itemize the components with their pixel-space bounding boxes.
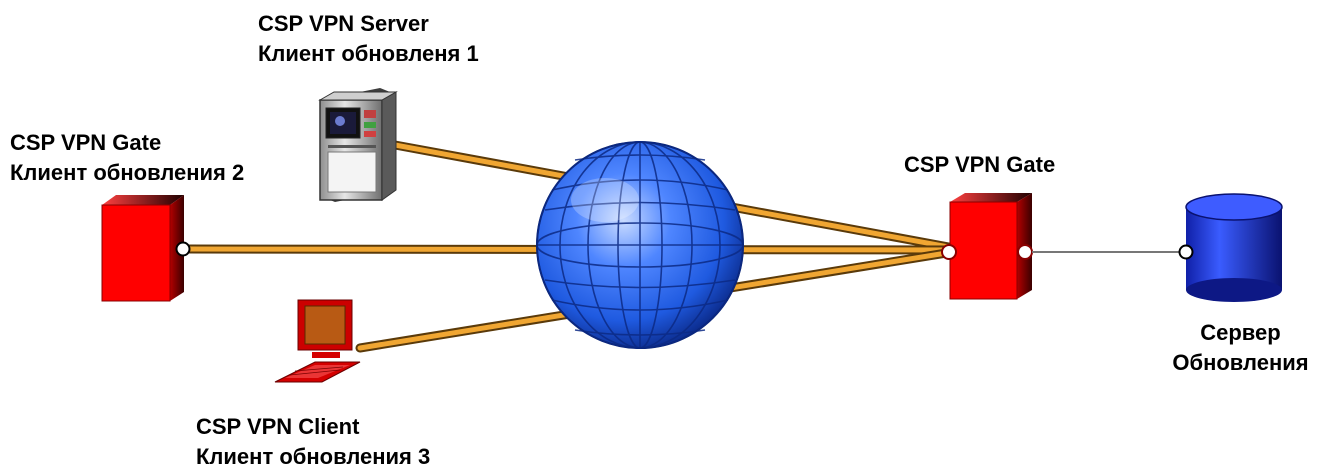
- port-database: [1178, 244, 1194, 260]
- label-server-line1: CSP VPN Server: [258, 11, 429, 36]
- label-update-server-line1: Сервер: [1200, 320, 1281, 345]
- globe-icon: [536, 141, 744, 349]
- label-gate-left: CSP VPN Gate Клиент обновления 2: [10, 128, 244, 188]
- label-update-server: Сервер Обновления: [1163, 318, 1318, 378]
- gateway-box-icon-right: [949, 193, 1032, 300]
- label-server: CSP VPN Server Клиент обновленя 1: [258, 9, 479, 69]
- label-client: CSP VPN Client Клиент обновления 3: [196, 412, 430, 472]
- label-gate-left-line1: CSP VPN Gate: [10, 130, 162, 155]
- label-update-server-line2: Обновления: [1172, 350, 1309, 375]
- label-gate-right: CSP VPN Gate: [904, 150, 1055, 180]
- label-gate-right-line1: CSP VPN Gate: [904, 152, 1056, 177]
- laptop-icon: [274, 299, 361, 383]
- gateway-box-icon-left: [101, 195, 184, 302]
- label-server-line2: Клиент обновленя 1: [258, 41, 479, 66]
- port-right-gate-in: [941, 244, 957, 260]
- port-right-gate-out: [1017, 244, 1033, 260]
- database-icon: [1185, 193, 1283, 302]
- label-client-line1: CSP VPN Client: [196, 414, 360, 439]
- label-client-line2: Клиент обновления 3: [196, 444, 431, 469]
- port-left-gate: [175, 241, 191, 257]
- label-gate-left-line2: Клиент обновления 2: [10, 160, 245, 185]
- server-tower-icon: [318, 88, 398, 202]
